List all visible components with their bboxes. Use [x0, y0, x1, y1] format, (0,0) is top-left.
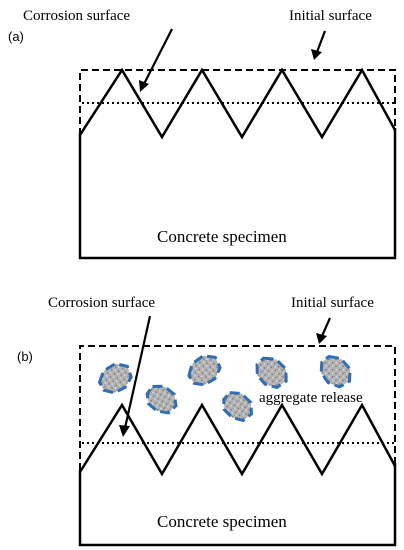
panel-b-initial-label: Initial surface — [291, 295, 374, 311]
panel-b-specimen-body — [78, 463, 397, 547]
panel-a-corrosion-arrow — [143, 28, 173, 85]
panel-a: (a) Corrosion surface Initial surface Co… — [8, 8, 397, 260]
panel-a-specimen-label: Concrete specimen — [157, 227, 287, 246]
panel-b-corrosion-arrow — [123, 315, 152, 429]
aggregate-particle — [319, 354, 352, 389]
panel-a-corrosion-profile — [78, 67, 397, 140]
panel-a-initial-surface-outline — [79, 69, 396, 135]
panel-a-initial-label: Initial surface — [289, 8, 372, 24]
aggregate-particle — [255, 356, 288, 390]
panel-b-release-label: aggregate release — [259, 390, 363, 406]
panel-b-initial-surface-outline — [79, 345, 396, 470]
panel-a-tag: (a) — [8, 29, 24, 44]
aggregate-particle — [187, 354, 222, 387]
panel-a-specimen-body — [78, 128, 397, 260]
aggregate-particle — [97, 361, 133, 395]
panel-b-specimen-label: Concrete specimen — [157, 512, 287, 531]
panel-a-corrosion-label: Corrosion surface — [23, 8, 130, 24]
aggregate-particle — [222, 391, 253, 423]
aggregate-particles — [97, 354, 352, 423]
panel-a-initial-arrow — [315, 30, 327, 53]
panel-b: (b) Corrosion surface Initial surface Co… — [17, 295, 397, 547]
aggregate-particle — [145, 384, 178, 415]
panel-b-tag: (b) — [17, 349, 33, 364]
panel-b-corrosion-profile — [78, 402, 397, 477]
panel-b-corrosion-label: Corrosion surface — [48, 295, 155, 311]
panel-b-initial-arrow — [320, 317, 332, 337]
